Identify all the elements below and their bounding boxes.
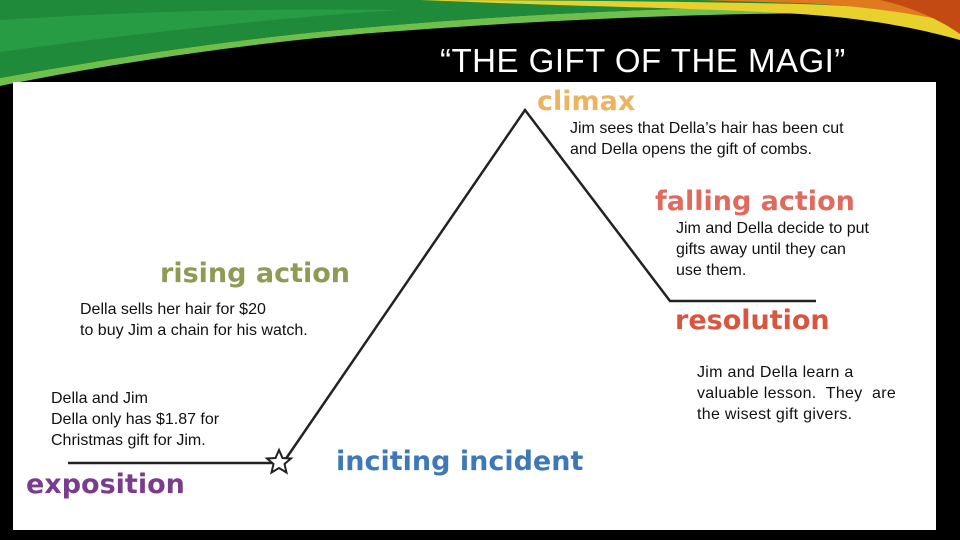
note-climax: Jim sees that Della’s hair has been cut … xyxy=(570,120,844,158)
star-outline-icon xyxy=(264,447,294,475)
note-exposition: Della and Jim Della only has $1.87 for C… xyxy=(51,390,220,449)
stage-label-exposition: exposition xyxy=(26,469,185,500)
decorative-top-band xyxy=(0,0,960,86)
note-resolution: Jim and Della learn a valuable lesson. T… xyxy=(697,364,897,423)
stage-label-rising-action: rising action xyxy=(160,258,351,289)
note-rising-action: Della sells her hair for $20 to buy Jim … xyxy=(80,301,308,339)
stage-label-climax: climax xyxy=(537,86,636,117)
stage-label-falling-action: falling action xyxy=(655,186,855,217)
stage-label-resolution: resolution xyxy=(675,305,830,336)
plot-line xyxy=(68,107,816,465)
slide-title: “THE GIFT OF THE MAGI” xyxy=(440,42,846,79)
stage-label-inciting-incident: inciting incident xyxy=(336,446,584,477)
plot-diagram-lines xyxy=(68,107,816,475)
note-falling-action: Jim and Della decide to put gifts away u… xyxy=(676,220,869,279)
diagram-panel xyxy=(13,82,936,530)
